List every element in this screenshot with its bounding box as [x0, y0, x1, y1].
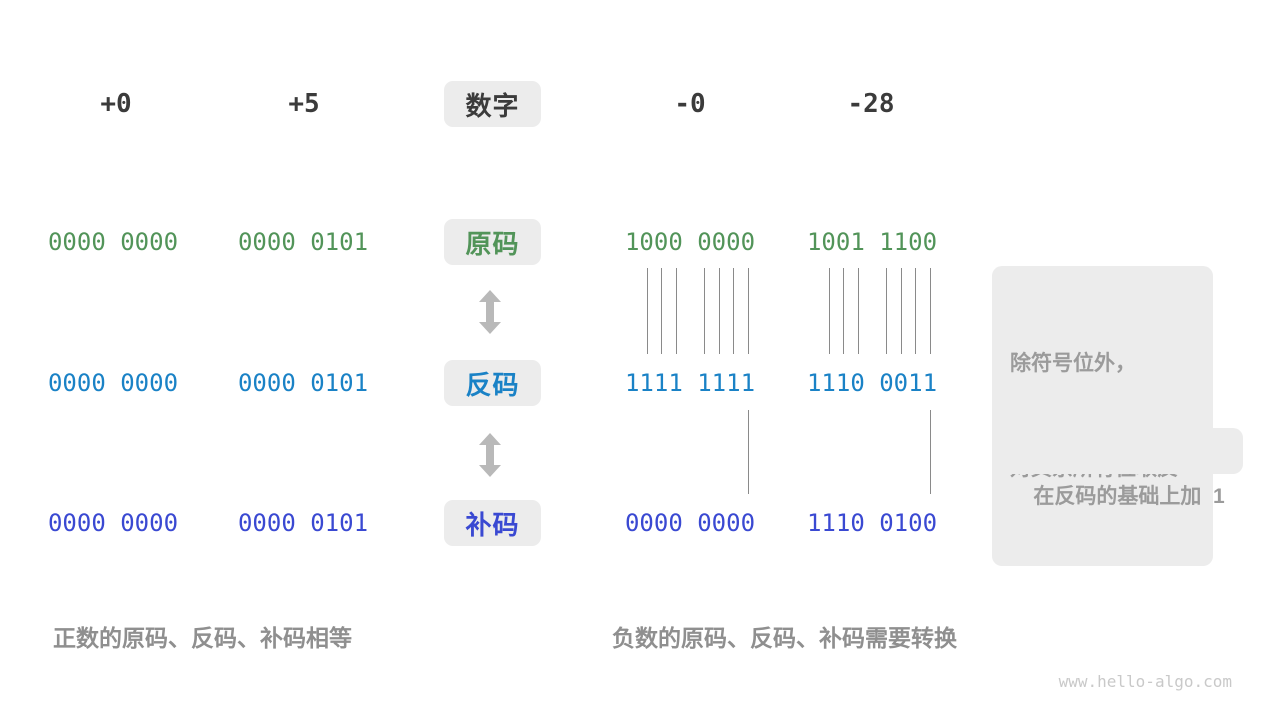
- bit-connector-line: [829, 268, 830, 354]
- sign-magnitude-value-plus-5: 0000 0101: [237, 228, 369, 256]
- bit-connector-line: [647, 268, 648, 354]
- ones-complement-value-plus-0: 0000 0000: [47, 369, 179, 397]
- bit-connector-line: [733, 268, 734, 354]
- twos-complement-value-minus-0: 0000 0000: [624, 509, 756, 537]
- column-header-plus-5: +5: [288, 89, 320, 119]
- twos-complement-label-text: 补码: [465, 509, 520, 540]
- add-one-note-text: 在反码的基础上加 1: [1033, 485, 1225, 508]
- carry-connector-line: [748, 410, 749, 494]
- positive-numbers-caption: 正数的原码、反码、补码相等: [53, 625, 352, 651]
- bit-connector-line: [886, 268, 887, 354]
- website-watermark: www.hello-algo.com: [1058, 672, 1232, 691]
- bit-connector-line: [676, 268, 677, 354]
- column-header-plus-0: +0: [100, 89, 132, 119]
- bit-connector-line: [843, 268, 844, 354]
- updown-arrow-icon: [479, 433, 501, 477]
- bit-connector-line: [915, 268, 916, 354]
- sign-magnitude-label-box: 原码: [444, 219, 541, 265]
- ones-complement-label-text: 反码: [465, 369, 520, 400]
- carry-connector-line: [930, 410, 931, 494]
- updown-arrow-icon: [479, 290, 501, 334]
- invert-bits-note: 除符号位外， 对其余所有位取反: [992, 266, 1213, 566]
- sign-magnitude-value-plus-0: 0000 0000: [47, 228, 179, 256]
- header-label-text: 数字: [465, 90, 520, 121]
- twos-complement-value-plus-5: 0000 0101: [237, 509, 369, 537]
- sign-magnitude-label-text: 原码: [465, 228, 520, 259]
- ones-complement-value-plus-5: 0000 0101: [237, 369, 369, 397]
- ones-complement-label-box: 反码: [444, 360, 541, 406]
- sign-magnitude-value-minus-0: 1000 0000: [624, 228, 756, 256]
- column-header-minus-0: -0: [674, 89, 706, 119]
- sign-magnitude-value-minus-28: 1001 1100: [806, 228, 938, 256]
- twos-complement-label-box: 补码: [444, 500, 541, 546]
- bit-connector-line: [748, 268, 749, 354]
- ones-complement-value-minus-0: 1111 1111: [624, 369, 756, 397]
- bit-connector-line: [901, 268, 902, 354]
- bit-connector-line: [858, 268, 859, 354]
- negative-numbers-caption: 负数的原码、反码、补码需要转换: [612, 625, 957, 651]
- bit-connector-line: [930, 268, 931, 354]
- ones-complement-value-minus-28: 1110 0011: [806, 369, 938, 397]
- bit-connector-line: [704, 268, 705, 354]
- column-header-minus-28: -28: [847, 89, 895, 119]
- bit-connector-line: [661, 268, 662, 354]
- bit-connector-line: [719, 268, 720, 354]
- header-label-box: 数字: [444, 81, 541, 127]
- add-one-note: 在反码的基础上加 1: [992, 428, 1243, 508]
- invert-bits-note-line1: 除符号位外，: [1010, 352, 1136, 375]
- twos-complement-value-minus-28: 1110 0100: [806, 509, 938, 537]
- twos-complement-value-plus-0: 0000 0000: [47, 509, 179, 537]
